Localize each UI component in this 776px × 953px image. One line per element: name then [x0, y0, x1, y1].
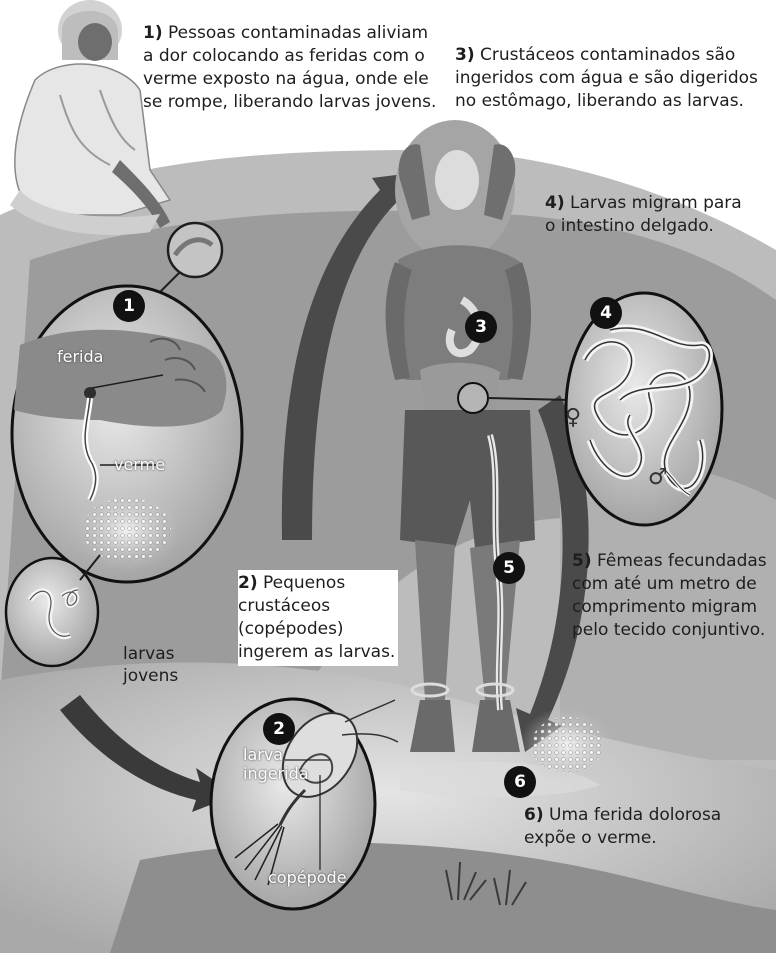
worms-zoom-circle [566, 293, 722, 525]
label-copepode: copépode [268, 868, 347, 887]
step-6-caption: 6) Uma ferida dolorosa expõe o verme. [524, 804, 739, 850]
step-6-text: Uma ferida dolorosa expõe o verme. [524, 805, 721, 848]
step-2-text: Pequenos crustáceos (copépodes) ingerem … [238, 573, 395, 662]
step-5-caption: 5) Fêmeas fecundadas com até um metro de… [572, 550, 772, 642]
step-3-text: Crustáceos contaminados são ingeridos co… [455, 45, 758, 111]
label-larva-ingerida: larva ingerida [243, 745, 309, 783]
step-2-number: 2) [238, 573, 258, 593]
badge-step-2: 2 [263, 713, 295, 745]
step-1-text: Pessoas contaminadas aliviam a dor coloc… [143, 23, 436, 112]
step-4-number: 4) [545, 193, 565, 213]
badge-step-4: 4 [590, 297, 622, 329]
step-5-number: 5) [572, 551, 592, 571]
female-symbol: ♀ [565, 405, 581, 430]
label-larvas-jovens: larvas jovens [123, 643, 178, 687]
larvae-zoom-circle [6, 555, 100, 666]
step-4-text: Larvas migram para o intestino delgado. [545, 193, 742, 236]
label-verme: verme [114, 455, 165, 474]
step-2-caption: 2) Pequenos crustáceos (copépodes) inger… [238, 570, 398, 666]
step-3-caption: 3) Crustáceos contaminados são ingeridos… [455, 44, 771, 113]
step-3-number: 3) [455, 45, 475, 65]
step-1-caption: 1) Pessoas contaminadas aliviam a dor co… [143, 22, 443, 114]
label-ferida: ferida [57, 347, 103, 366]
badge-step-5: 5 [493, 552, 525, 584]
foot-zoom-circle [12, 286, 242, 582]
step-6-number: 6) [524, 805, 544, 825]
badge-step-1: 1 [113, 290, 145, 322]
step-1-number: 1) [143, 23, 163, 43]
intestine-marker-circle [458, 383, 488, 413]
step-5-text: Fêmeas fecundadas com até um metro de co… [572, 551, 767, 640]
step-4-caption: 4) Larvas migram para o intestino delgad… [545, 192, 755, 238]
badge-step-3: 3 [465, 311, 497, 343]
male-symbol: ♂ [648, 465, 668, 490]
badge-step-6: 6 [504, 766, 536, 798]
